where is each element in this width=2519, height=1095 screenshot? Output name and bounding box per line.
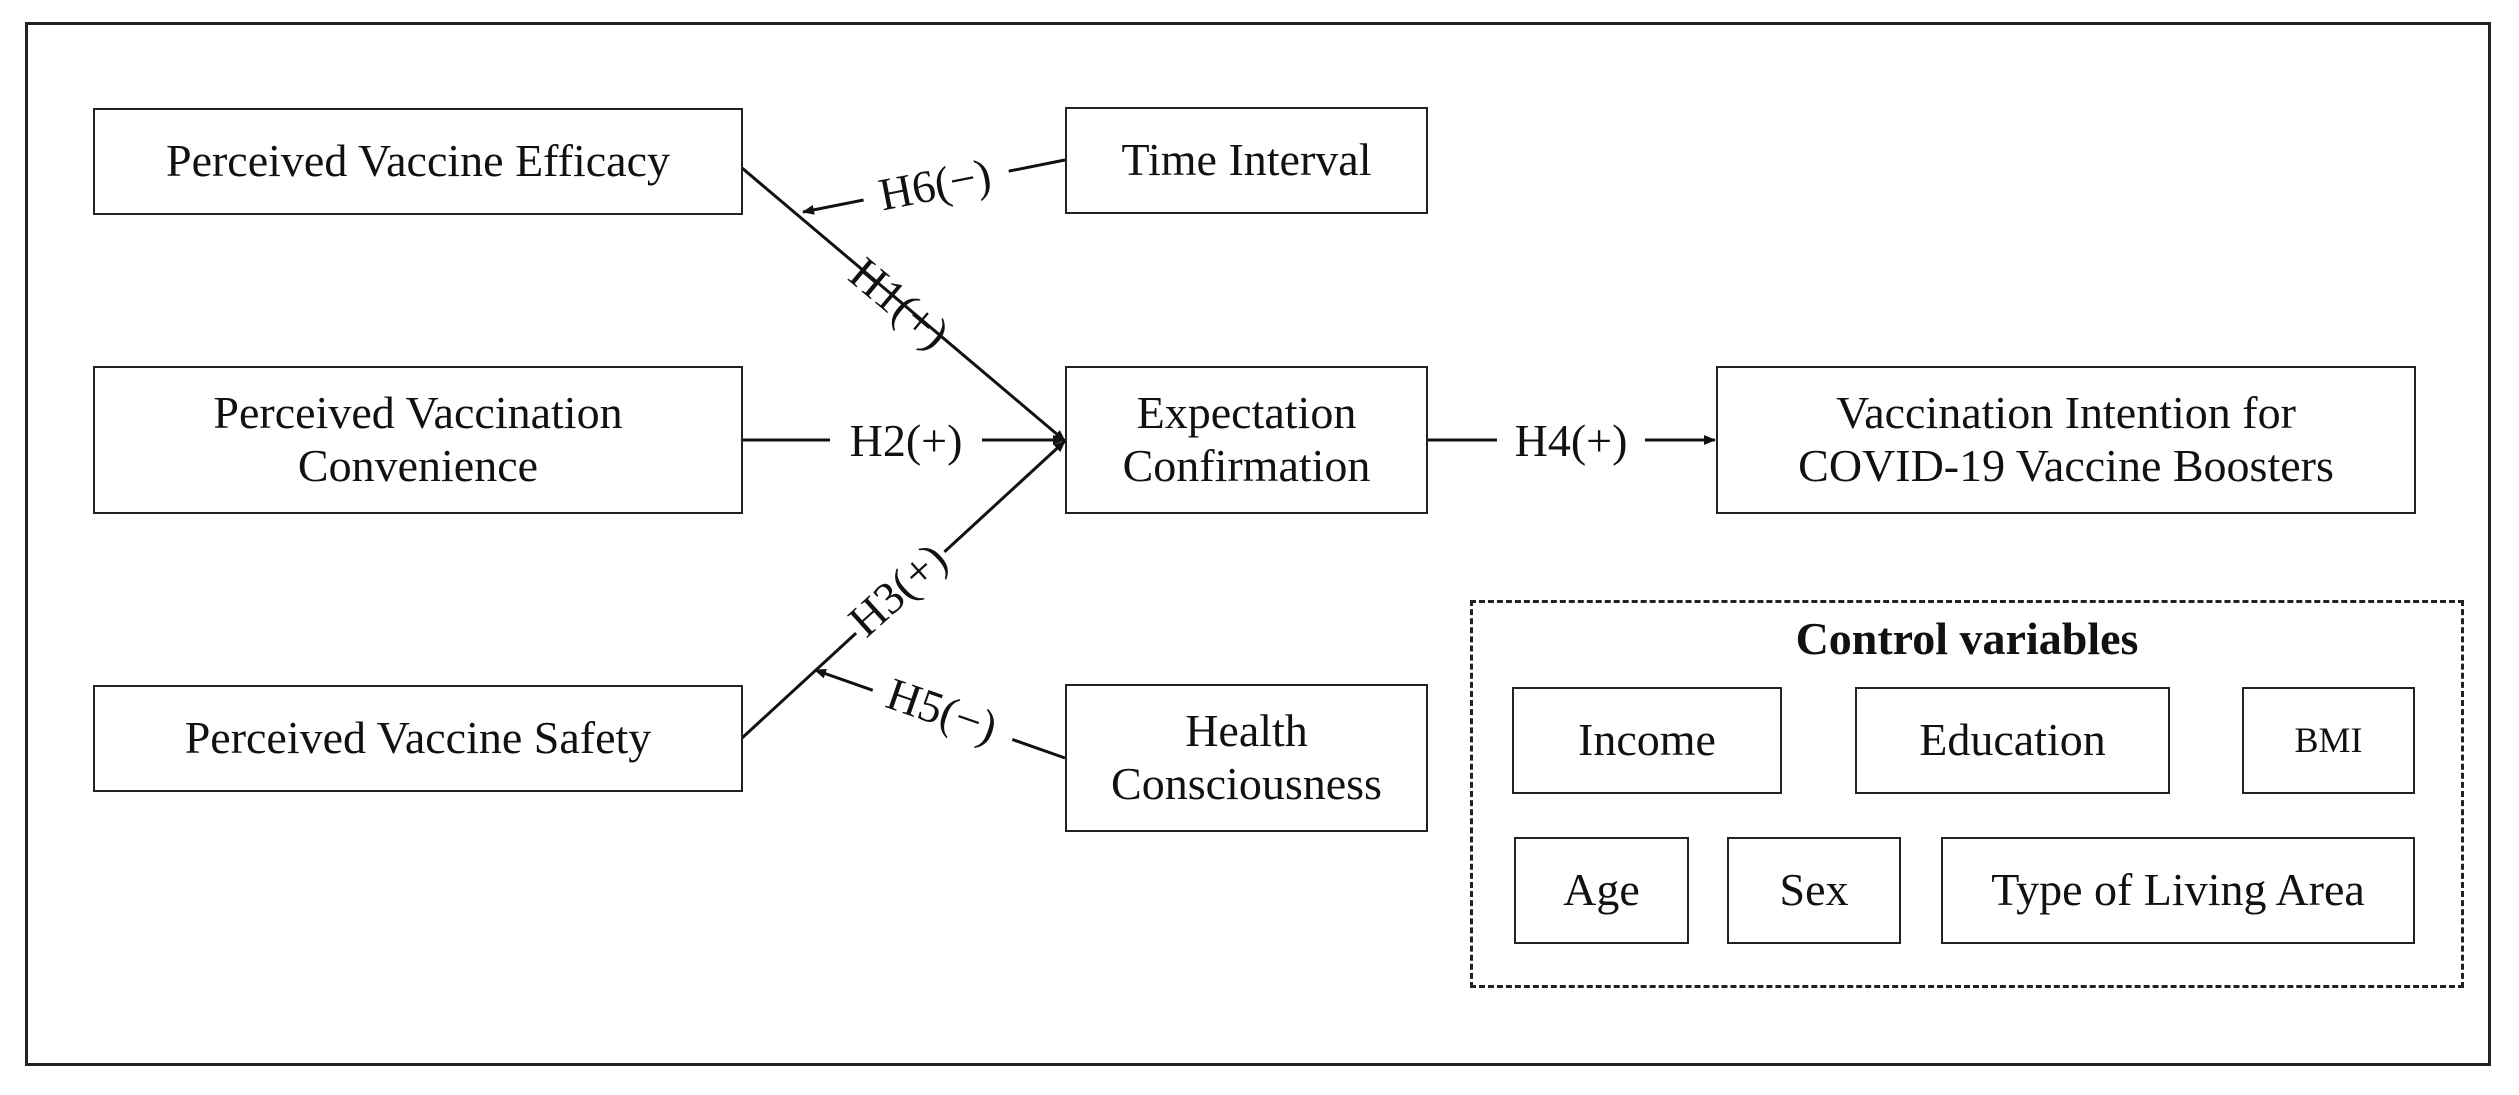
control-age: Age — [1514, 837, 1689, 944]
node-label: Perceived Vaccine Safety — [184, 712, 652, 764]
node-label-line1: Health — [1185, 705, 1308, 757]
node-label-line1: Expectation — [1136, 387, 1357, 439]
control-label: Type of Living Area — [1991, 864, 2365, 916]
h6-label: H6(−) — [875, 149, 995, 221]
node-label-line2: Consciousness — [1111, 758, 1382, 809]
h1-arrow — [741, 166, 1066, 443]
control-variables-group — [1470, 600, 2464, 988]
node-label-line2: COVID-19 Vaccine Boosters — [1798, 440, 2334, 491]
control-income: Income — [1512, 687, 1782, 794]
control-sex: Sex — [1727, 837, 1901, 944]
h4-label: H4(+) — [1515, 415, 1628, 466]
node-perceived-vaccine-efficacy: Perceived Vaccine Efficacy — [93, 108, 743, 215]
node-expectation-confirmation: Expectation Confirmation — [1065, 366, 1428, 514]
control-education: Education — [1855, 687, 2170, 794]
node-label: Time Interval — [1121, 134, 1372, 186]
node-health-consciousness: Health Consciousness — [1065, 684, 1428, 832]
node-label-line1: Vaccination Intention for — [1836, 387, 2296, 439]
control-type-of-living-area: Type of Living Area — [1941, 837, 2415, 944]
node-label-line2: Convenience — [297, 440, 539, 491]
node-vaccination-intention: Vaccination Intention for COVID-19 Vacci… — [1716, 366, 2416, 514]
control-label: Income — [1578, 714, 1716, 766]
control-label: Sex — [1779, 864, 1849, 916]
control-label: Age — [1563, 864, 1640, 916]
control-label: Education — [1919, 714, 2106, 766]
control-variables-title: Control variables — [1795, 613, 2139, 664]
node-time-interval: Time Interval — [1065, 107, 1428, 214]
node-label-line1: Perceived Vaccination — [213, 387, 623, 439]
control-label: BMI — [2294, 719, 2363, 760]
node-label: Perceived Vaccine Efficacy — [165, 135, 671, 187]
node-label-line2: Confirmation — [1122, 440, 1371, 491]
h2-label: H2(+) — [850, 415, 963, 466]
diagram-frame — [25, 22, 2491, 1066]
node-perceived-vaccination-convenience: Perceived Vaccination Convenience — [93, 366, 743, 514]
control-bmi: BMI — [2242, 687, 2415, 794]
node-perceived-vaccine-safety: Perceived Vaccine Safety — [93, 685, 743, 792]
